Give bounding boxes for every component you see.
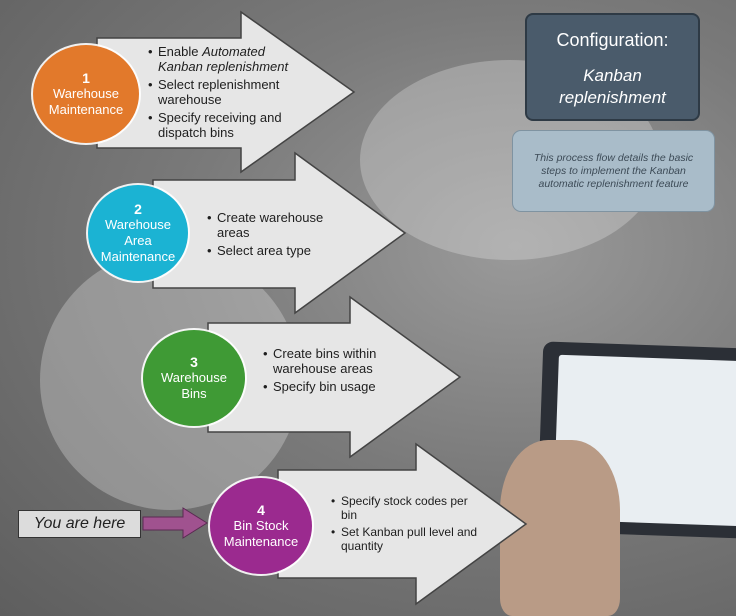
step-4-arrow <box>277 442 528 606</box>
step-name: Bins <box>181 386 207 401</box>
step-name: Area <box>124 233 152 248</box>
config-subtitle-line: replenishment <box>559 88 666 107</box>
step-name: Warehouse <box>161 370 227 385</box>
bullet-item: Specify stock codes per bin <box>331 494 481 522</box>
configuration-box: Configuration: Kanban replenishment <box>525 13 700 121</box>
you-are-here-pointer <box>142 507 208 539</box>
bullet-item: Specify receiving and dispatch bins <box>148 110 298 140</box>
bullet-item: Select replenishment warehouse <box>148 77 298 107</box>
bullet-item: Specify bin usage <box>263 379 403 394</box>
bullet-item: Set Kanban pull level and quantity <box>331 525 481 553</box>
bullet-item: Enable Automated Kanban replenishment <box>148 44 298 74</box>
you-are-here-label: You are here <box>18 510 141 538</box>
step-2-circle: 2 Warehouse Area Maintenance <box>88 185 188 281</box>
step-3-arrow <box>207 295 462 459</box>
step-3-circle: 3 Warehouse Bins <box>143 330 245 426</box>
step-name: Maintenance <box>48 102 124 117</box>
step-4-bullets: Specify stock codes per bin Set Kanban p… <box>331 494 481 556</box>
step-2-bullets: Create warehouse areas Select area type <box>207 210 342 261</box>
step-name: Maintenance <box>100 249 176 264</box>
step-name: Warehouse <box>105 217 171 232</box>
config-subtitle-line: Kanban <box>583 66 642 85</box>
step-1-bullets: Enable Automated Kanban replenishment Se… <box>148 44 298 143</box>
step-3-bullets: Create bins within warehouse areas Speci… <box>263 346 403 397</box>
process-description-note: This process flow details the basic step… <box>512 130 715 212</box>
step-name: Warehouse <box>53 86 119 101</box>
bullet-item: Create bins within warehouse areas <box>263 346 403 376</box>
step-1-circle: 1 Warehouse Maintenance <box>33 45 139 143</box>
config-subtitle: Kanban replenishment <box>527 65 698 109</box>
bullet-item: Create warehouse areas <box>207 210 342 240</box>
step-4-circle: 4 Bin Stock Maintenance <box>210 478 312 574</box>
step-name: Bin Stock <box>233 518 289 533</box>
step-name: Maintenance <box>223 534 299 549</box>
step-number: 1 <box>82 70 90 86</box>
step-number: 3 <box>190 354 198 370</box>
bullet-item: Select area type <box>207 243 342 258</box>
step-number: 4 <box>257 502 265 518</box>
step-number: 2 <box>134 201 142 217</box>
config-title: Configuration: <box>556 30 669 50</box>
